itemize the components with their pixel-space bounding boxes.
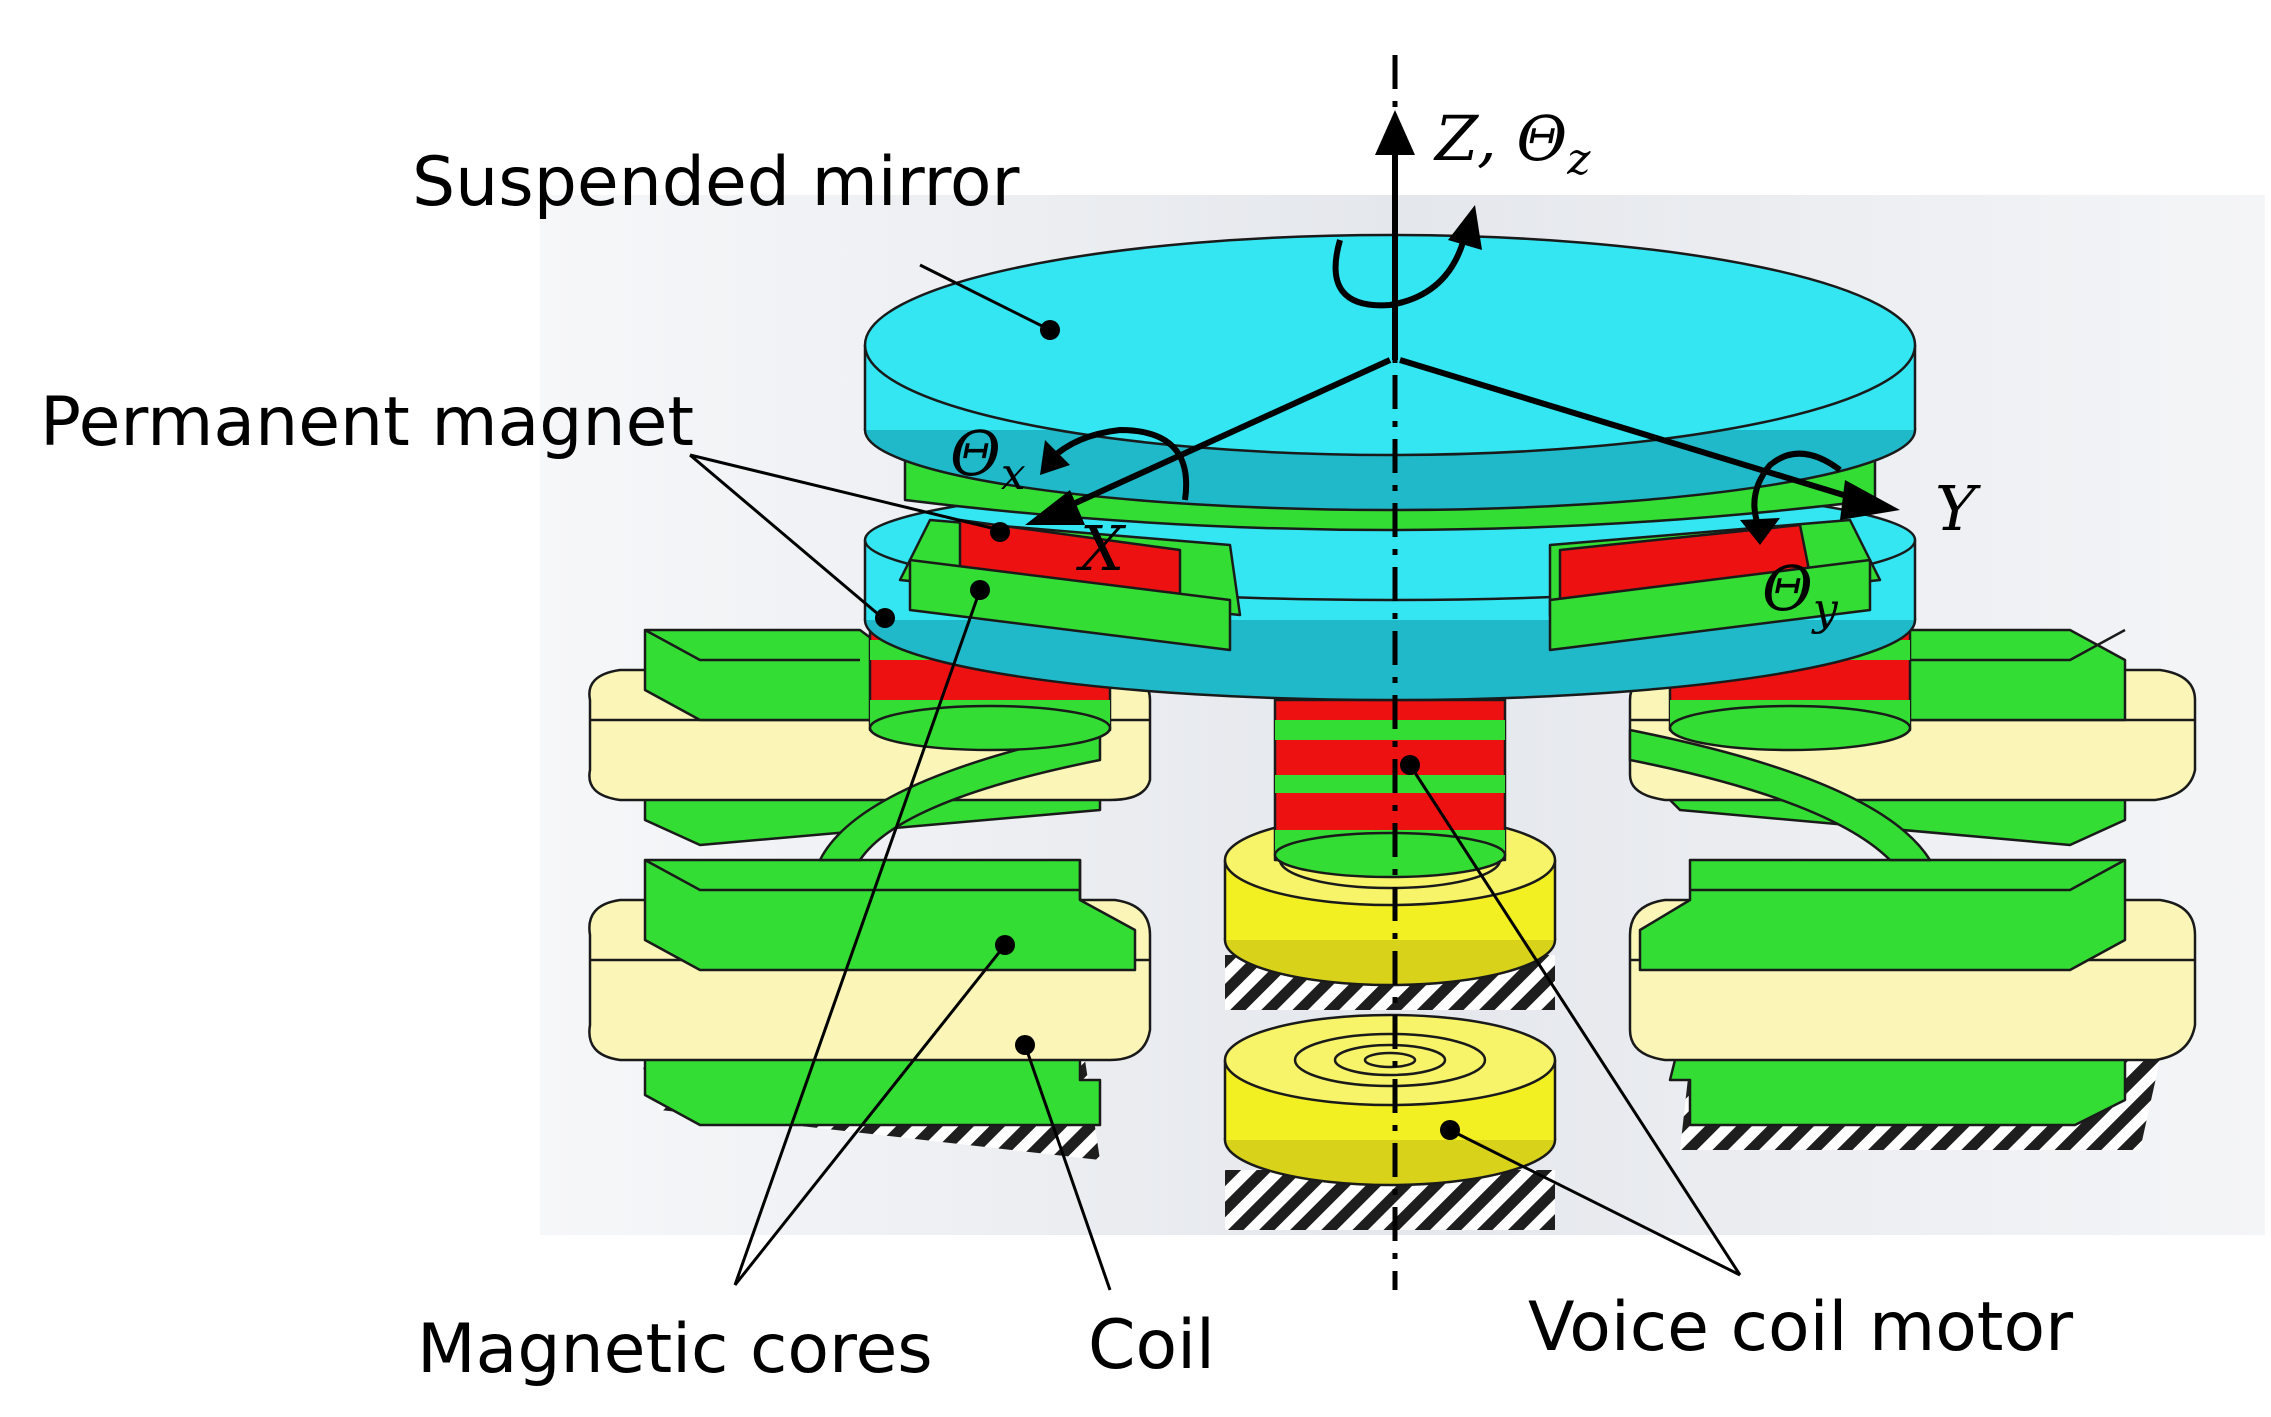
label-x-axis: X	[1076, 512, 1127, 585]
voice-coil-motor	[1223, 698, 1557, 1187]
label-suspended-mirror: Suspended mirror	[412, 143, 1020, 222]
label-theta-y: Θy	[1762, 552, 1839, 635]
theta-x-rotation-arrow	[1047, 426, 1190, 501]
x-axis-arrow	[1058, 357, 1392, 513]
theta-y-subscript: y	[1811, 584, 1839, 635]
leader-lines	[689, 263, 1742, 1291]
theta-y-rotation-arrow	[1751, 450, 1842, 532]
theta-z-rotation-arrow	[1332, 234, 1468, 309]
y-axis-arrow	[1399, 357, 1861, 503]
label-permanent-magnet: Permanent magnet	[40, 383, 694, 462]
label-y-axis: Y	[1935, 472, 1981, 545]
theta-x-subscript: x	[1001, 449, 1026, 500]
mirror-top-disc	[863, 233, 1917, 512]
label-voice-coil-motor: Voice coil motor	[1528, 1288, 2073, 1367]
label-z-axis: Z, Θz	[1433, 102, 1591, 185]
theta-y-text: Θ	[1762, 552, 1813, 625]
label-theta-x: Θx	[950, 417, 1026, 500]
label-magnetic-cores: Magnetic cores	[417, 1310, 933, 1389]
coordinate-axes	[1025, 110, 1900, 545]
theta-x-text: Θ	[950, 417, 1001, 490]
mirror-lower-disc	[863, 478, 1917, 702]
label-coil: Coil	[1088, 1306, 1215, 1385]
z-axis-text: Z, Θ	[1433, 102, 1567, 175]
z-axis-subscript: z	[1566, 134, 1591, 185]
